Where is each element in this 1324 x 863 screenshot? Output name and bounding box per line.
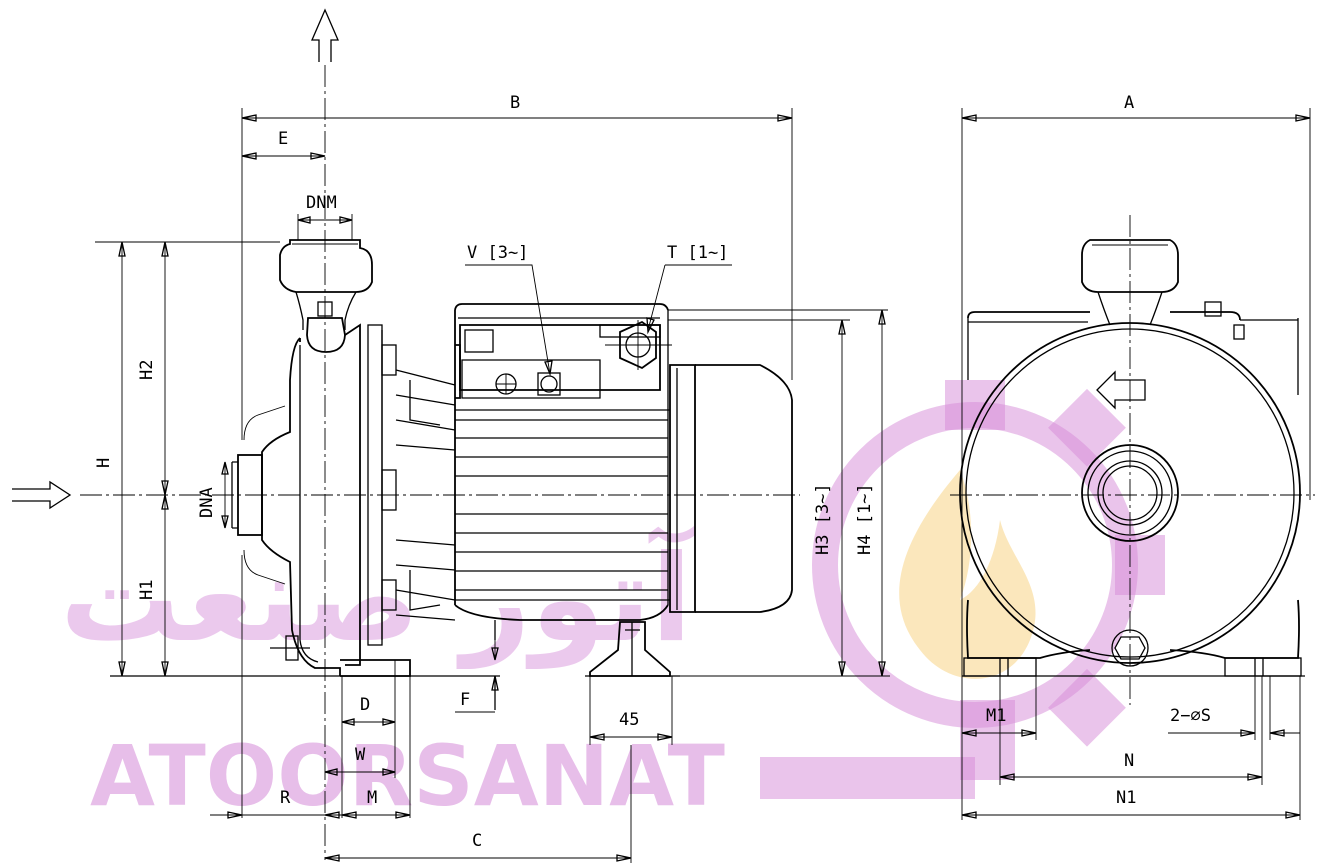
dim-label-H2: H2 bbox=[137, 360, 157, 380]
dim-label-foot-width: 45 bbox=[619, 710, 639, 730]
dim-label-F: F bbox=[460, 690, 470, 710]
watermark: آتور صنعت ATOORSANAT bbox=[60, 380, 1165, 825]
dim-label-D: D bbox=[360, 695, 370, 715]
dim-label-W: W bbox=[355, 745, 366, 765]
dim-label-H4: H4 [1~] bbox=[855, 483, 875, 555]
dim-label-H1: H1 bbox=[137, 580, 157, 600]
dim-label-N1: N1 bbox=[1116, 788, 1136, 808]
pump-side-view bbox=[110, 239, 793, 710]
dim-label-DNM: DNM bbox=[306, 193, 337, 213]
watermark-latin-text: ATOORSANAT bbox=[90, 727, 725, 825]
dim-label-R: R bbox=[280, 788, 291, 808]
watermark-flame-icon bbox=[899, 470, 1036, 679]
dim-label-M: M bbox=[367, 788, 377, 808]
outlet-flow-arrow-icon bbox=[311, 8, 339, 62]
dim-label-M1: M1 bbox=[986, 706, 1006, 726]
side-view-dimensions: B E DNM H H2 H1 DNA V [3~] T [1~] bbox=[94, 93, 890, 863]
dim-label-H3: H3 [3~] bbox=[813, 483, 833, 555]
dim-label-N: N bbox=[1124, 751, 1134, 771]
side-view-centerlines bbox=[80, 65, 800, 860]
pump-front-view bbox=[950, 215, 1315, 705]
dim-label-V: V [3~] bbox=[467, 243, 528, 263]
dim-label-holes: 2−⌀S bbox=[1170, 706, 1211, 726]
front-view-dimensions: A M1 2−⌀S N N1 bbox=[961, 93, 1311, 820]
dim-label-T: T [1~] bbox=[667, 243, 728, 263]
watermark-bar bbox=[760, 757, 975, 799]
dim-label-H: H bbox=[94, 458, 114, 468]
watermark-gear-icon bbox=[812, 380, 1165, 780]
dim-label-A: A bbox=[1124, 93, 1134, 113]
inlet-flow-arrow-icon bbox=[12, 480, 72, 510]
dim-label-B: B bbox=[510, 93, 520, 113]
dim-label-E: E bbox=[278, 129, 288, 149]
dim-label-DNA: DNA bbox=[197, 487, 217, 518]
dim-label-C: C bbox=[472, 831, 482, 851]
